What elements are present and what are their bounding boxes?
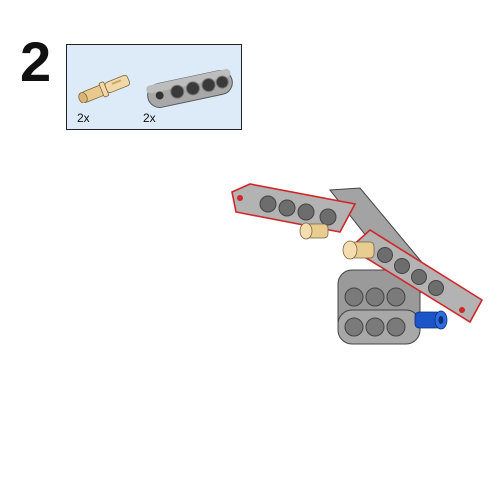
tan-pin-icon: [78, 74, 130, 103]
tan-pin-2: [342, 240, 375, 260]
step-number: 2: [20, 30, 52, 93]
parts-callout: 2x 2x: [66, 44, 242, 130]
pin-quantity: 2x: [77, 111, 90, 125]
blue-pin: [414, 310, 448, 330]
tan-pin-1: [299, 222, 329, 240]
liftarm-icon: [146, 69, 233, 108]
liftarm-quantity: 2x: [143, 111, 156, 125]
assembly-illustration: [231, 183, 484, 345]
